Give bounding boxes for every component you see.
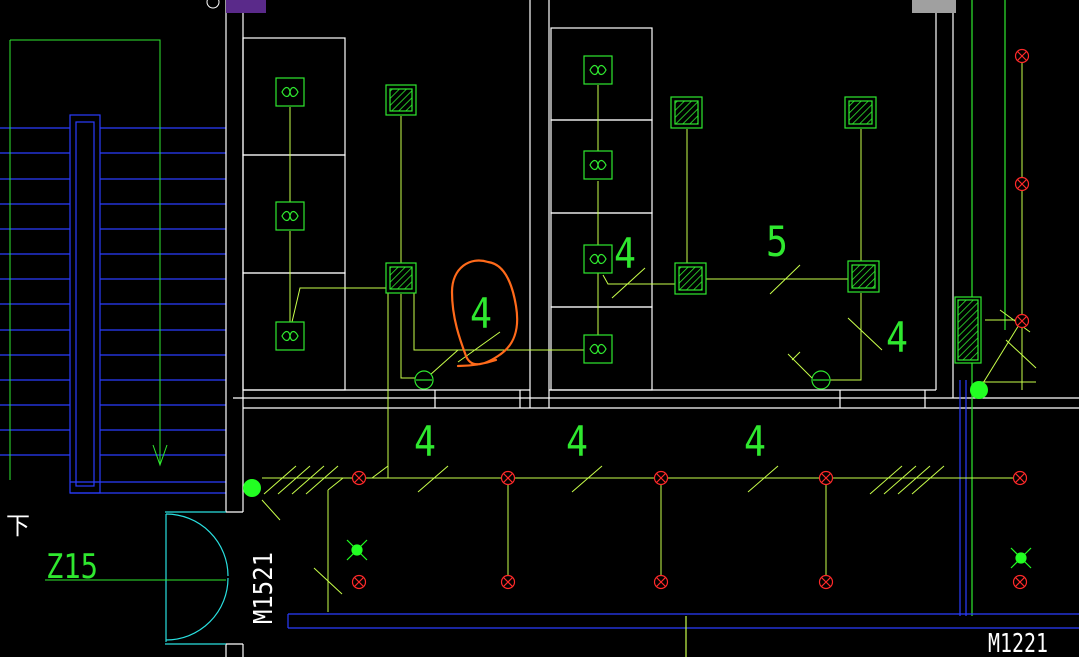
switch-symbol <box>414 370 434 390</box>
zone-label: Z15 <box>46 547 98 587</box>
right-walls <box>287 0 1079 657</box>
fan-units <box>275 55 613 364</box>
junction-dots <box>243 381 988 497</box>
lamp-symbol <box>1012 470 1028 486</box>
fan-unit <box>583 334 613 364</box>
column-marker <box>206 0 220 9</box>
wiring <box>262 56 1036 612</box>
wire-count-label: 4 <box>470 289 492 338</box>
lamp-symbol <box>500 470 516 486</box>
fan-unit <box>275 321 305 351</box>
lamp-symbol <box>1014 48 1030 64</box>
door-bottom-label: M1221 <box>988 629 1048 657</box>
fan-unit <box>275 77 305 107</box>
lamp-symbol <box>1014 313 1030 329</box>
switch-symbol <box>811 370 831 390</box>
markup-annotation <box>450 259 519 368</box>
lamp-symbol <box>500 574 516 590</box>
wire-count-label: 4 <box>566 417 588 466</box>
fan-unit <box>583 55 613 85</box>
lamp-symbol <box>653 470 669 486</box>
control-panel <box>670 96 703 129</box>
lamp-symbol <box>653 574 669 590</box>
fan-unit <box>583 244 613 274</box>
sensor-symbol <box>1010 547 1032 569</box>
sensor-symbols <box>346 539 1032 569</box>
column-right <box>912 0 956 13</box>
wire-count-label: 4 <box>414 417 436 466</box>
lamps <box>351 48 1030 590</box>
wire-count-label: 4 <box>744 417 766 466</box>
door-left <box>165 511 229 645</box>
stair <box>0 114 226 494</box>
fan-unit <box>583 150 613 180</box>
walls <box>225 0 1079 657</box>
wire-ticks <box>261 264 1037 595</box>
stair-direction-label: 下 <box>6 512 30 540</box>
wire-count-label: 4 <box>614 229 636 278</box>
sensor-symbol <box>346 539 368 561</box>
column-left <box>226 0 266 13</box>
wire-count-label: 4 <box>886 313 908 362</box>
control-panel <box>847 260 880 293</box>
switches <box>414 370 831 390</box>
distribution-board <box>954 296 982 364</box>
lamp-symbol <box>1014 176 1030 192</box>
wire-count-label: 5 <box>766 217 788 266</box>
stair-arrow <box>9 39 168 480</box>
control-panels <box>385 84 982 364</box>
lamp-symbol <box>818 574 834 590</box>
junction-dot <box>243 479 261 497</box>
door-left-label: M1521 <box>249 552 279 624</box>
lamp-symbol <box>351 574 367 590</box>
control-panel <box>674 262 707 295</box>
fan-unit <box>275 201 305 231</box>
control-panel <box>385 262 417 294</box>
lamp-symbol <box>1012 574 1028 590</box>
control-panel <box>385 84 417 116</box>
control-panel <box>844 96 877 129</box>
lamp-symbol <box>818 470 834 486</box>
lamp-symbol <box>351 470 367 486</box>
junction-dot <box>970 381 988 399</box>
